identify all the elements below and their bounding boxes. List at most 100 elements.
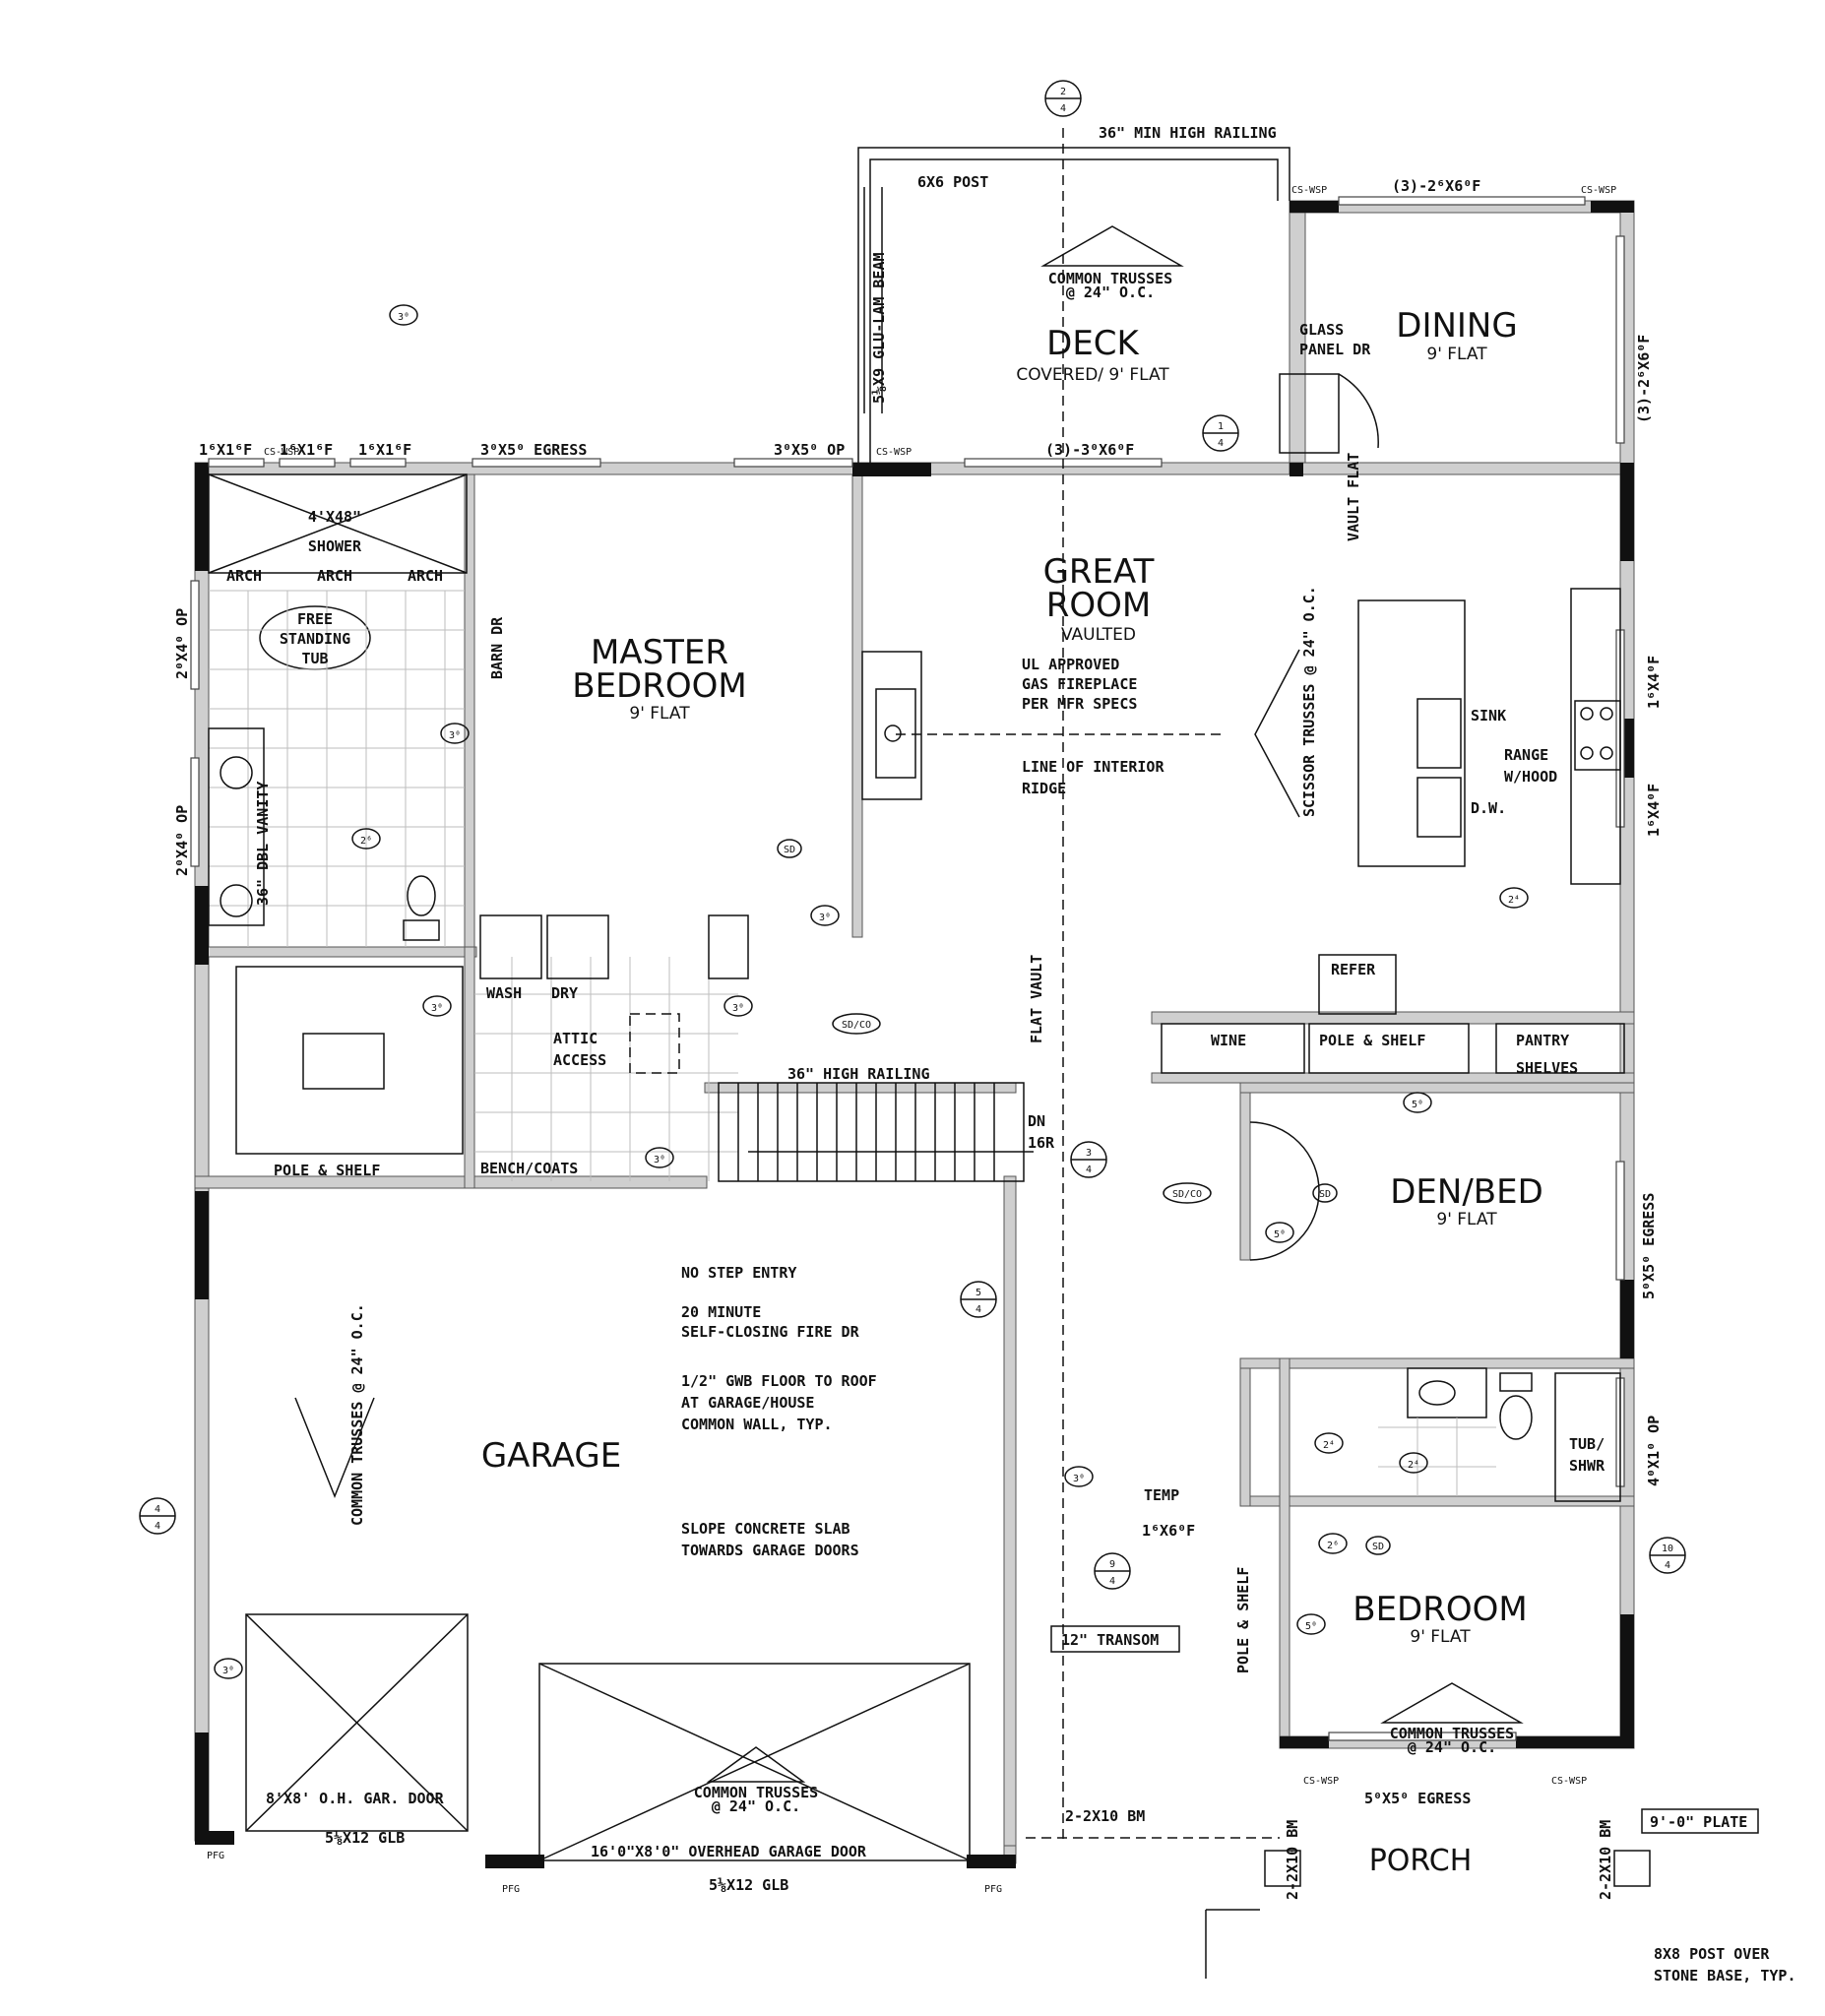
stairs-risers: 16R (1028, 1134, 1055, 1152)
beam-left: 2-2X10 BM (1284, 1820, 1301, 1900)
section-marker-sheet: 4 (1086, 1165, 1092, 1175)
bedroom-sub: 9' FLAT (1410, 1627, 1471, 1647)
cs-tag-2: CS-WSP (1581, 185, 1616, 196)
tub-label-3: TUB (301, 650, 328, 667)
op-window-a: 2⁰X4⁰ OP (173, 608, 191, 679)
ridge-note-2: RIDGE (1022, 780, 1066, 797)
kitchen-island (1357, 588, 1621, 885)
hood-label: W/HOOD (1504, 768, 1557, 786)
den-sub: 9' FLAT (1436, 1210, 1497, 1229)
section-marker-sheet: 4 (155, 1521, 160, 1532)
bench-label: BENCH/COATS (480, 1160, 578, 1177)
post-8x8-note: 8X8 POST OVER (1654, 1945, 1770, 1963)
tub-label: TUB/ (1569, 1435, 1605, 1453)
door-tag-oval (214, 1658, 243, 1679)
op-window-b: 2⁰X4⁰ OP (173, 805, 191, 876)
range-label: RANGE (1504, 746, 1548, 764)
door-tag-oval (1314, 1432, 1344, 1454)
post-8x8-note-2: STONE BASE, TYP. (1654, 1967, 1796, 1984)
pantry-area (1161, 954, 1625, 1074)
section-marker-sheet: 4 (1060, 103, 1066, 114)
window-2: 1⁶X1⁶F (280, 441, 333, 459)
deck-label: DECK (1046, 324, 1140, 363)
fireplace (861, 651, 922, 800)
shower-size: 4'X48" (308, 508, 361, 526)
door-tag-oval (389, 304, 418, 326)
great-op: 3⁰X5⁰ OP (774, 441, 845, 459)
section-marker-sheet: 4 (1218, 438, 1224, 449)
door-tag: 3⁰ (398, 312, 409, 323)
master-bath (208, 473, 468, 947)
fireplace-note-1: UL APPROVED (1022, 656, 1119, 673)
garage-trusses-note: COMMON TRUSSES @ 24" O.C. (348, 1303, 366, 1526)
door-tag: 5⁰ (1274, 1229, 1286, 1240)
wash-label: WASH (486, 984, 522, 1002)
scissor-trusses: SCISSOR TRUSSES @ 24" O.C. (1300, 586, 1318, 817)
stairs-down: DN (1028, 1112, 1045, 1130)
pfg-tag-1: PFG (207, 1851, 224, 1861)
big-trusses-note-2: @ 24" O.C. (712, 1797, 800, 1815)
door-tag: 2⁴ (1408, 1460, 1419, 1471)
small-garage-door: 8'X8' O.H. GAR. DOOR (266, 1790, 445, 1807)
section-marker-sheet: 4 (1665, 1560, 1670, 1571)
shower-label-bath: SHWR (1569, 1457, 1605, 1475)
den-label: DEN/BED (1390, 1172, 1543, 1212)
deck-door-note: (3)-3⁰X6⁰F (1045, 441, 1134, 459)
window-3: 1⁶X1⁶F (358, 441, 411, 459)
door-tag-oval (440, 723, 470, 744)
deck-trusses-note: COMMON TRUSSES (1048, 270, 1172, 287)
den-egress: 5⁰X5⁰ EGRESS (1640, 1193, 1658, 1299)
section-marker-number: 4 (155, 1504, 160, 1515)
bedroom-trusses-note: COMMON TRUSSES (1390, 1725, 1514, 1742)
temp-label: TEMP (1144, 1486, 1179, 1504)
bedroom-trusses-note-2: @ 24" O.C. (1408, 1738, 1496, 1756)
laundry (474, 914, 749, 1181)
door-tag: 3⁰ (431, 1003, 443, 1014)
shelves-label: SHELVES (1516, 1059, 1578, 1077)
door-tag: 3⁰ (222, 1666, 234, 1676)
ridge-line (896, 128, 1300, 1841)
garage-trusses (245, 1397, 971, 1861)
door-tag: 3⁰ (732, 1003, 744, 1014)
fire-door-note-2: SELF-CLOSING FIRE DR (681, 1323, 860, 1341)
door-tag: 2⁴ (1323, 1440, 1335, 1451)
windows (190, 196, 1625, 1741)
arch-3: ARCH (408, 567, 443, 585)
dining-window-right: (3)-2⁶X6⁰F (1635, 335, 1653, 423)
door-tag-oval (1399, 1452, 1428, 1474)
dw-label: D.W. (1471, 799, 1506, 817)
window-1: 1⁶X1⁶F (199, 441, 252, 459)
ridge-note-1: LINE OF INTERIOR (1022, 758, 1164, 776)
section-marker-number: 1 (1218, 421, 1224, 432)
post-note: 6X6 POST (917, 173, 988, 191)
cs-tag-5: CS-WSP (1303, 1776, 1339, 1787)
porch (1026, 1837, 1651, 1979)
hall-bath (1378, 1367, 1621, 1502)
cs-tag-3: CS-WSP (876, 447, 912, 458)
door-tag: 3⁰ (654, 1155, 665, 1166)
dry-label: DRY (551, 984, 578, 1002)
big-trusses-note: COMMON TRUSSES (694, 1784, 818, 1801)
master-pole-shelf: POLE & SHELF (274, 1162, 380, 1179)
arch-1: ARCH (226, 567, 262, 585)
pantry-pole-shelf: POLE & SHELF (1319, 1032, 1425, 1049)
porch-beam: 2-2X10 BM (1065, 1807, 1145, 1825)
sdco-tag-2: SD/CO (1172, 1189, 1202, 1200)
bedroom-trusses (1380, 1682, 1524, 1724)
door-tag-oval (1296, 1613, 1326, 1635)
high-railing-note: 36" HIGH RAILING (787, 1065, 930, 1083)
door-tag-oval (1403, 1092, 1432, 1113)
slope-note-2: TOWARDS GARAGE DOORS (681, 1542, 859, 1559)
pantry-label: PANTRY (1516, 1032, 1569, 1049)
cs-tag-6: CS-WSP (1551, 1776, 1587, 1787)
master-egress: 3⁰X5⁰ EGRESS (480, 441, 587, 459)
attic-label: ATTIC (553, 1030, 598, 1047)
fireplace-note-3: PER MFR SPECS (1022, 695, 1137, 713)
transom-label: 12" TRANSOM (1061, 1631, 1159, 1649)
kitchen-window-1: 1⁶X4⁰F (1645, 656, 1663, 709)
sink-label: SINK (1471, 707, 1506, 724)
section-marker-number: 3 (1086, 1148, 1092, 1159)
garage-label: GARAGE (481, 1436, 621, 1476)
door-tag-oval (1318, 1533, 1348, 1554)
